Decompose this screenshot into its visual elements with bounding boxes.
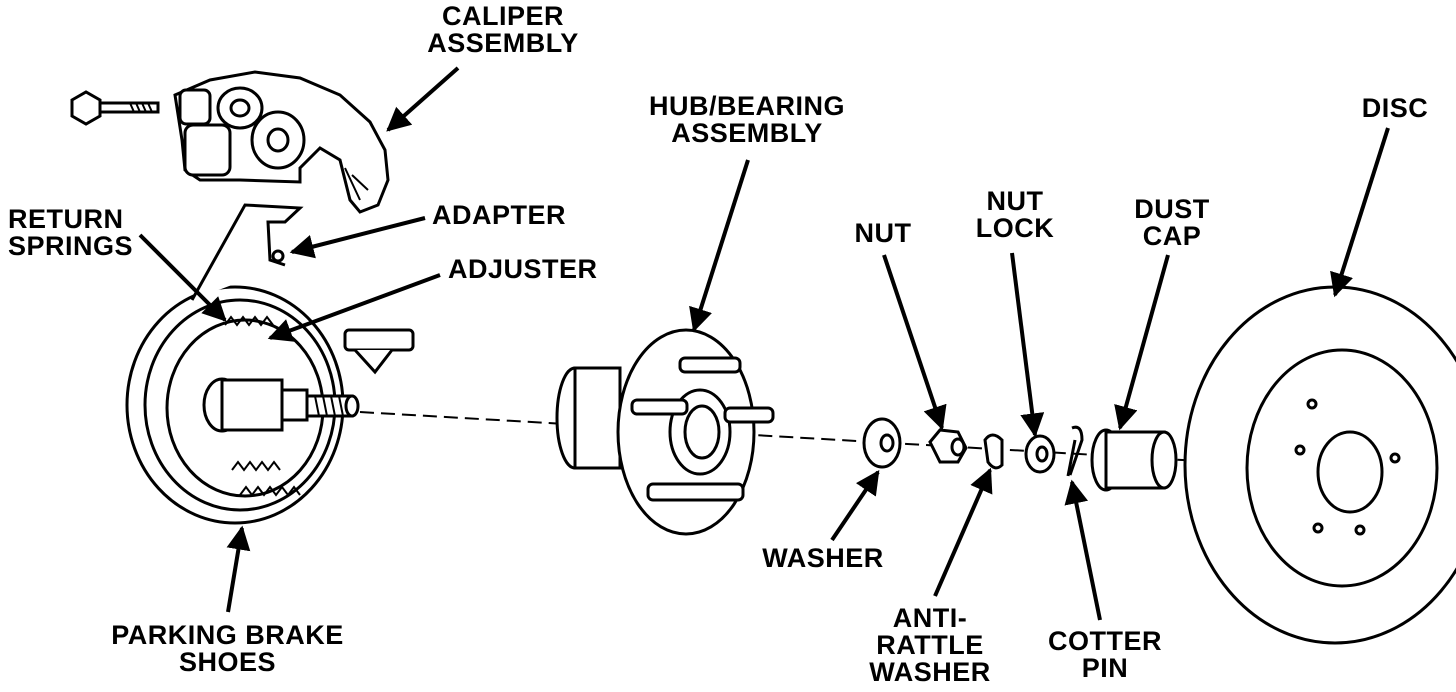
dust-cap bbox=[1090, 428, 1178, 492]
arrow-caliper bbox=[386, 66, 460, 132]
springs bbox=[224, 315, 301, 497]
label-disc: DISC bbox=[1361, 93, 1429, 123]
label-hub-bearing-assembly: HUB/BEARING ASSEMBLY bbox=[648, 91, 845, 148]
label-nut: NUT bbox=[854, 218, 912, 248]
arrow-nut bbox=[882, 254, 947, 431]
hub-bearing-assembly bbox=[555, 328, 775, 536]
arrow-return-springs bbox=[138, 233, 227, 322]
label-washer: WASHER bbox=[762, 543, 884, 573]
arrow-cotter-pin bbox=[1064, 479, 1102, 621]
arrow-washer bbox=[830, 470, 880, 542]
label-cotter-pin: COTTER PIN bbox=[1048, 626, 1162, 683]
arrow-adjuster bbox=[267, 273, 441, 342]
nut bbox=[928, 428, 968, 464]
cotter-pin bbox=[1066, 425, 1084, 477]
label-return-springs: RETURN SPRINGS bbox=[8, 204, 134, 261]
brake-disc bbox=[1183, 285, 1456, 645]
arrow-disc bbox=[1330, 127, 1390, 298]
anti-rattle-washer bbox=[983, 433, 1004, 470]
label-caliper-assembly: CALIPER ASSEMBLY bbox=[427, 1, 579, 58]
arrow-parking-brake bbox=[226, 525, 251, 613]
leader-arrows bbox=[138, 66, 1390, 621]
backing-plate bbox=[125, 203, 415, 525]
caliper-assembly bbox=[173, 70, 390, 214]
label-anti-rattle-washer: ANTI- RATTLE WASHER bbox=[869, 603, 991, 687]
caliper-bolt bbox=[70, 90, 160, 126]
arrow-dust-cap bbox=[1114, 254, 1170, 431]
washer bbox=[862, 417, 902, 469]
label-adjuster: ADJUSTER bbox=[448, 254, 598, 284]
label-adapter: ADAPTER bbox=[432, 200, 567, 230]
arrow-adapter bbox=[289, 216, 426, 259]
arrow-nut-lock bbox=[1010, 252, 1045, 438]
label-dust-cap: DUST CAP bbox=[1134, 194, 1210, 251]
label-nut-lock: NUT LOCK bbox=[975, 186, 1055, 243]
label-parking-brake-shoes: PARKING BRAKE SHOES bbox=[111, 620, 344, 677]
nut-lock bbox=[1024, 434, 1056, 474]
arrow-anti-rattle bbox=[933, 467, 993, 597]
arrow-hub bbox=[689, 159, 750, 333]
spindle bbox=[202, 377, 360, 433]
